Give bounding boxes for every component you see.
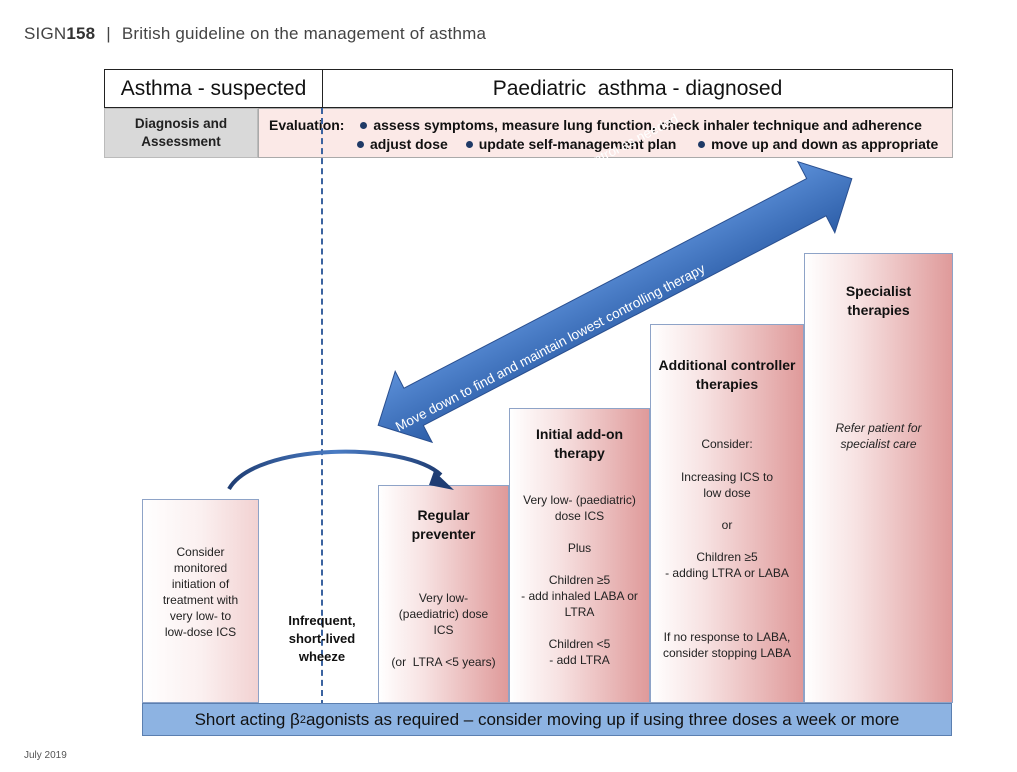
header-title: British guideline on the management of a…	[121, 24, 487, 43]
bullet-icon	[698, 140, 706, 148]
diagnosis-label-line2: Assessment	[141, 134, 221, 149]
header-separator: |	[106, 24, 111, 43]
specialist-body-line: specialist care	[840, 437, 917, 451]
footer-date: July 2019	[24, 750, 67, 761]
double-arrow-icon	[377, 160, 853, 444]
step-consider-box: Consider monitored initiation of treatme…	[142, 499, 259, 703]
sign-label: SIGN	[24, 24, 67, 43]
paediatric-diagnosed-label: Paediatric asthma - diagnosed	[492, 76, 783, 100]
initial-plus: Plus	[567, 541, 592, 555]
additional-or: or	[721, 518, 733, 532]
regular-title-line: preventer	[411, 526, 476, 542]
evaluation-item-3: update self-management plan	[478, 136, 677, 152]
regular-body-line: Very low-	[418, 591, 469, 605]
initial-body-line: LTRA	[564, 605, 595, 619]
wheeze-line: short-lived	[288, 631, 356, 646]
evaluation-item-2: adjust dose	[370, 136, 448, 152]
asthma-suspected-label: Asthma - suspected	[120, 76, 307, 100]
additional-title-line: Additional controller	[658, 357, 796, 373]
initial-body-line: Children <5	[548, 637, 611, 651]
consider-line: low-dose ICS	[164, 625, 237, 639]
curved-arrow-icon	[227, 449, 454, 491]
additional-consider: Consider:	[701, 437, 753, 451]
evaluation-item-4: move up and down as appropriate	[711, 136, 939, 152]
initial-body-line: dose ICS	[554, 509, 605, 523]
consider-line: monitored	[173, 561, 228, 575]
specialist-title-line: therapies	[847, 302, 910, 318]
wheeze-line: wheeze	[298, 649, 346, 664]
step-regular-preventer-box: Regular preventer Very low- (paediatric)…	[378, 485, 509, 703]
regular-body-line: (paediatric) dose	[398, 607, 489, 621]
additional-body-line: consider stopping LABA	[662, 646, 792, 660]
consider-line: very low- to	[169, 609, 232, 623]
specialist-body-line: Refer patient for	[835, 421, 922, 435]
bullet-icon	[357, 140, 364, 148]
step-additional-controller-box: Additional controller therapies Consider…	[650, 324, 804, 703]
initial-body-line: Children ≥5	[548, 573, 611, 587]
consider-line: treatment with	[162, 593, 239, 607]
wheeze-line: Infrequent,	[288, 613, 356, 628]
paediatric-diagnosed-box: Paediatric asthma - diagnosed	[322, 69, 953, 108]
dashed-divider	[321, 108, 323, 706]
diagnosis-assessment-box: Diagnosis and Assessment	[104, 108, 258, 158]
initial-title-line: therapy	[554, 445, 605, 461]
evaluation-box: Evaluation: assess symptoms, measure lun…	[258, 108, 953, 158]
initial-body-line: Very low- (paediatric)	[523, 493, 636, 507]
document-header: SIGN158 | British guideline on the manag…	[24, 24, 486, 44]
consider-line: Consider	[176, 545, 225, 559]
asthma-suspected-box: Asthma - suspected	[104, 69, 323, 108]
consider-line: initiation of	[171, 577, 230, 591]
saba-subscript: 2	[299, 713, 306, 726]
additional-body-line: Children ≥5	[696, 550, 758, 564]
evaluation-label: Evaluation:	[269, 117, 345, 133]
specialist-title-line: Specialist	[845, 283, 912, 299]
initial-body-line: - add inhaled LABA or	[521, 589, 638, 603]
bullet-icon	[465, 140, 473, 148]
additional-body-line: - adding LTRA or LABA	[665, 566, 789, 580]
step-specialist-box: Specialist therapies Refer patient for s…	[804, 253, 953, 703]
sign-number: 158	[66, 24, 96, 43]
additional-body-line: If no response to LABA,	[663, 630, 791, 644]
additional-body-line: low dose	[703, 486, 751, 500]
evaluation-item-1: assess symptoms, measure lung function, …	[373, 117, 922, 133]
saba-text-pre: Short acting β	[194, 709, 300, 729]
additional-title-line: therapies	[695, 376, 759, 392]
saba-text-post: agonists as required – consider moving u…	[305, 709, 900, 729]
bullet-icon	[360, 121, 368, 129]
initial-body-line: - add LTRA	[549, 653, 610, 667]
initial-title-line: Initial add-on	[535, 426, 624, 442]
regular-title-line: Regular	[417, 507, 470, 523]
additional-body-line: Increasing ICS to	[680, 470, 774, 484]
regular-body-line: ICS	[433, 623, 454, 637]
regular-note: (or LTRA <5 years)	[391, 655, 496, 669]
diagnosis-label-line1: Diagnosis and	[134, 116, 228, 131]
step-initial-addon-box: Initial add-on therapy Very low- (paedia…	[509, 408, 650, 703]
wheeze-label: Infrequent, short-lived wheeze	[282, 612, 362, 666]
